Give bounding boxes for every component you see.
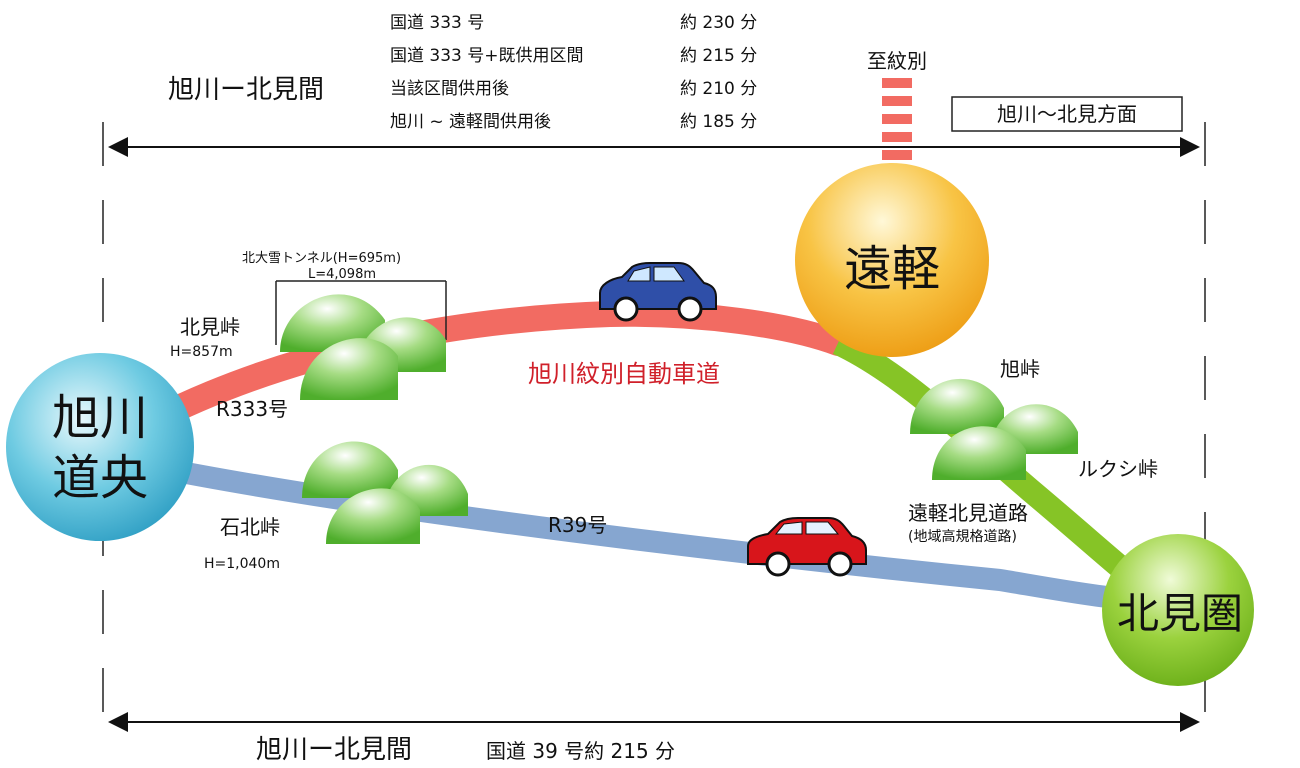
monbetsu-label: 至紋別 (867, 49, 927, 73)
road-engaru-kitami-label: 遠軽北見道路 (908, 501, 1028, 525)
road-r39-label: R39号 (548, 513, 607, 537)
city-engaru-label: 遠軽 (844, 241, 940, 297)
summary-route: 旭川 ~ 遠軽間供用後 (390, 112, 551, 132)
top-summary-table: 国道 333 号 約 230 分 国道 333 号+既供用区間 約 215 分 … (390, 13, 757, 132)
hill (280, 294, 385, 352)
road-engaru-kitami-note: (地域高規格道路) (908, 528, 1017, 545)
top-summary-label: 旭川ー北見間 (168, 75, 324, 105)
hill (300, 338, 398, 400)
summary-time: 約 185 分 (680, 112, 757, 132)
summary-route: 国道 333 号+既供用区間 (390, 46, 584, 66)
city-asahikawa-label-line2: 道央 (52, 450, 148, 506)
city-asahikawa-label-line1: 旭川 (52, 390, 148, 446)
summary-route: 国道 333 号 (390, 13, 484, 33)
hill (326, 488, 420, 544)
city-asahikawa-circle (6, 353, 194, 541)
city-kitami-label: 北見圏 (1117, 589, 1243, 638)
tunnel-bracket (275, 280, 447, 345)
pass-rukushi-label: ルクシ峠 (1078, 457, 1158, 481)
route-engaru-kitami-road (832, 332, 1158, 602)
pass-sekihoku-label: 石北峠 (220, 515, 280, 539)
city-engaru-circle (795, 163, 989, 357)
bottom-summary-detail: 国道 39 号約 215 分 (486, 739, 675, 763)
pass-kitami-label: 北見峠 (180, 315, 240, 339)
tunnel-name: 北大雪トンネル(H=695m) (242, 251, 401, 266)
direction-box (951, 96, 1183, 132)
summary-time: 約 210 分 (680, 79, 757, 99)
hill (910, 378, 1004, 434)
hills-sekihoku-pass (302, 441, 468, 544)
road-r333-label: R333号 (216, 397, 288, 421)
pass-kitami-height: H=857m (170, 344, 233, 360)
city-kitami-circle (1102, 534, 1254, 686)
route-r333-expressway (137, 300, 851, 435)
summary-time: 約 230 分 (680, 13, 757, 33)
summary-route: 当該区間供用後 (390, 79, 509, 99)
summary-time: 約 215 分 (680, 46, 757, 66)
road-expressway-label: 旭川紋別自動車道 (528, 360, 720, 388)
car-red-icon (747, 517, 867, 577)
pass-sekihoku-height: H=1,040m (204, 556, 280, 572)
monbetsu-dashed-road (882, 78, 912, 178)
tunnel-length: L=4,098m (308, 267, 376, 282)
bottom-summary-label: 旭川ー北見間 (256, 735, 412, 764)
hill (932, 426, 1026, 480)
hill (302, 441, 398, 498)
pass-asahi-label: 旭峠 (1000, 357, 1040, 381)
hills-asahi-pass (910, 378, 1078, 480)
car-blue-icon (599, 262, 717, 322)
direction-label: 旭川～北見方面 (997, 102, 1137, 126)
hills-kitami-pass (280, 294, 446, 400)
